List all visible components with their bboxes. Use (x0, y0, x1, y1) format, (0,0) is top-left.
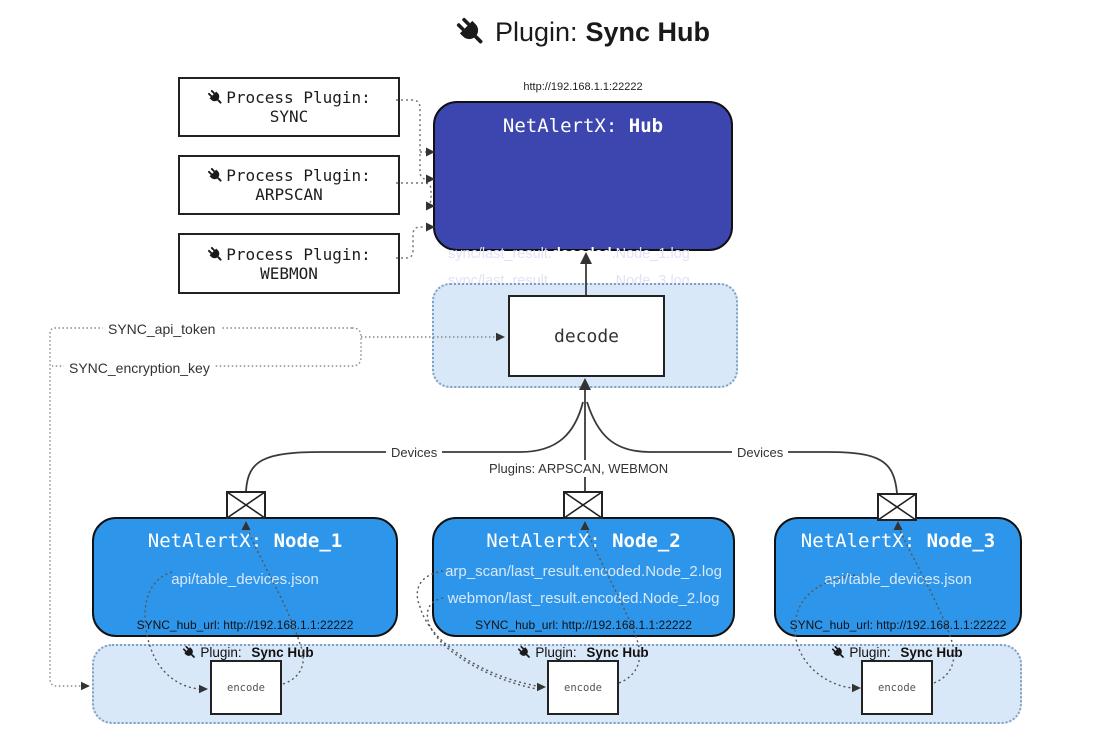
node-3-box: NetAlertX: Node_3 api/table_devices.json… (774, 517, 1022, 637)
edge-arpscan-to-hub (396, 182, 432, 206)
page-title-bold: Sync Hub (585, 16, 711, 47)
edge-webmon-to-hub (396, 226, 424, 259)
process-plugin-label: Process Plugin: (226, 166, 371, 185)
process-plugin-sync-box: Process Plugin: SYNC (178, 77, 400, 137)
hub-box: NetAlertX: Hub sync/last_result.decoded.… (433, 101, 733, 337)
node-file: api/table_devices.json (171, 571, 319, 588)
node-2-box: NetAlertX: Node_2 arp_scan/last_result.e… (432, 517, 735, 637)
node-file: arp_scan/last_result.encoded.Node_2.log (445, 563, 722, 580)
decode-label: decode (553, 325, 620, 347)
plugin-sync-hub-label: Plugin: Sync Hub (463, 645, 703, 660)
hub-title: NetAlertX: Hub (502, 115, 664, 137)
node-title: NetAlertX: Node_2 (486, 530, 681, 552)
envelope-icon (563, 491, 603, 519)
node-title: NetAlertX: Node_1 (147, 530, 343, 552)
hub-url-label: http://192.168.1.1:22222 (523, 81, 643, 93)
config-api-token-label: SYNC_api_token (103, 320, 221, 338)
edge-label-devices-right: Devices (732, 444, 789, 461)
edge-label-devices-left: Devices (386, 444, 443, 461)
process-plugin-arpscan-box: Process Plugin: ARPSCAN (178, 155, 400, 215)
process-plugin-label: Process Plugin: (226, 244, 371, 264)
plugin-sync-hub-label: Plugin: Sync Hub (777, 645, 1017, 660)
node-hub-url: SYNC_hub_url: http://192.168.1.1:22222 (475, 618, 692, 632)
process-plugin-name: SYNC (269, 107, 309, 126)
node-title: NetAlertX: Node_3 (800, 530, 996, 552)
node-hub-url: SYNC_hub_url: http://192.168.1.1:22222 (789, 618, 1007, 632)
plug-icon (517, 645, 532, 660)
node-file: api/table_devices.json (824, 571, 972, 588)
process-plugin-name: WEBMON (260, 263, 318, 283)
page-title-prefix: Plugin: (494, 16, 578, 47)
edge-sync-to-hub (396, 99, 427, 180)
encode-box: encode (210, 660, 282, 715)
process-plugin-webmon-box: Process Plugin: WEBMON (178, 233, 400, 294)
plug-icon (207, 246, 224, 263)
hub-log-line: sync/last_result.decoded.Node_1.log (448, 246, 690, 262)
encode-box: encode (547, 660, 619, 715)
encode-box: encode (861, 660, 933, 715)
node-1-box: NetAlertX: Node_1 api/table_devices.json… (92, 517, 398, 637)
plug-icon (182, 645, 197, 660)
config-encryption-key-label: SYNC_encryption_key (64, 359, 215, 377)
node-file: webmon/last_result.encoded.Node_2.log (447, 590, 720, 607)
plug-icon (831, 645, 846, 660)
envelope-icon (877, 493, 917, 521)
plug-icon (207, 89, 224, 106)
process-plugin-label: Process Plugin: (226, 88, 371, 107)
node-hub-url: SYNC_hub_url: http://192.168.1.1:22222 (136, 618, 354, 632)
plugin-sync-hub-label: Plugin: Sync Hub (128, 645, 368, 660)
page-title: Plugin: Sync Hub (24, 16, 1117, 48)
plug-icon (455, 16, 487, 48)
envelope-icon (226, 491, 266, 519)
process-plugin-name: ARPSCAN (255, 185, 323, 204)
decode-box: decode (508, 295, 665, 377)
plug-icon (207, 167, 224, 184)
edge-label-plugins: Plugins: ARPSCAN, WEBMON (484, 460, 674, 477)
